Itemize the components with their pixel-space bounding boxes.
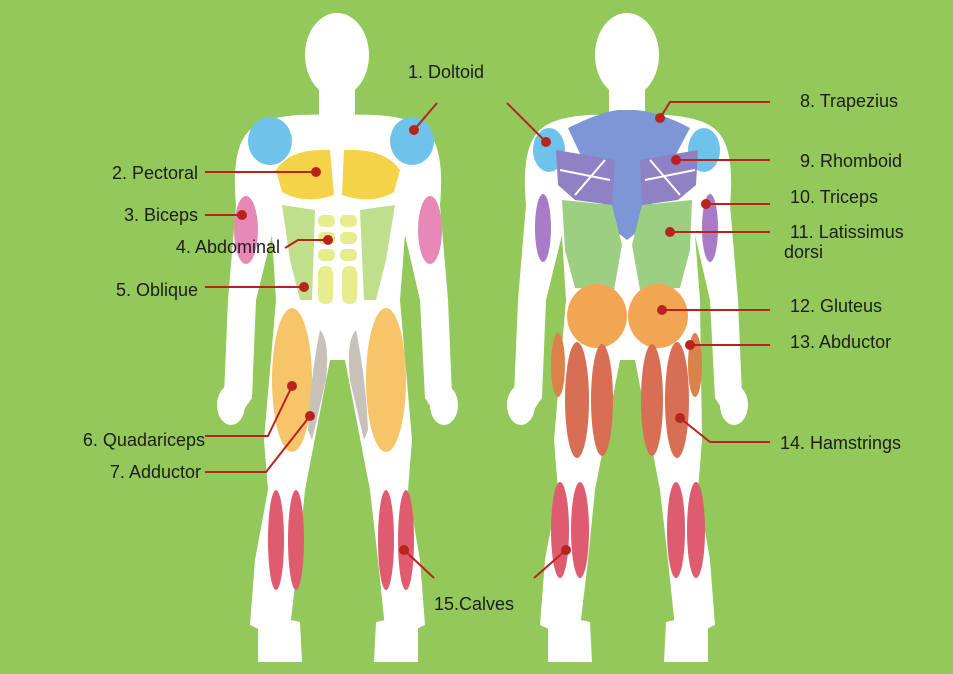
back-right-latissimus [632,200,692,290]
label-abdominal: 4. Abdominal [176,237,280,257]
back-right-hamstring-outer [665,342,689,458]
front-body-silhouette [217,13,458,662]
front-right-calf-outer [398,490,414,590]
front-right-biceps [418,196,442,264]
back-left-hamstring-inner [591,344,613,456]
label-quadriceps: 6. Quadariceps [83,430,205,450]
label-biceps: 3. Biceps [124,205,198,225]
label-deltoid: 1. Doltoid [408,62,484,82]
label-pectoral: 2. Pectoral [112,163,198,183]
label-adductor: 7. Adductor [110,462,201,482]
front-left-deltoid [248,117,292,165]
front-right-calf-inner [378,490,394,590]
label-latissimus-line1: 11. Latissimus [790,222,904,242]
back-right-calf-inner [667,482,685,578]
front-right-quadriceps [366,308,406,452]
back-left-calf-inner [571,482,589,578]
label-rhomboid: 9. Rhomboid [800,151,902,171]
back-right-calf-outer [687,482,705,578]
label-trapezius: 8. Trapezius [800,91,898,111]
label-gluteus: 12. Gluteus [790,296,882,316]
back-right-gluteus [628,284,688,348]
back-left-calf-outer [551,482,569,578]
back-left-gluteus [567,284,627,348]
back-right-hamstring-inner [641,344,663,456]
label-hamstrings: 14. Hamstrings [780,433,901,453]
back-left-hamstring-outer [565,342,589,458]
back-left-triceps [535,194,551,262]
label-abductor: 13. Abductor [790,332,891,352]
front-right-deltoid [390,117,434,165]
label-latissimus-line2: dorsi [784,242,823,262]
leader-line-trapezius [660,102,770,118]
leader-line-deltoid-back [507,103,546,142]
label-triceps: 10. Triceps [790,187,878,207]
front-left-calf-inner [288,490,304,590]
front-left-calf-outer [268,490,284,590]
back-left-abductor [551,333,565,397]
label-oblique: 5. Oblique [116,280,198,300]
label-calves: 15.Calves [434,594,514,614]
front-left-quadriceps [272,308,312,452]
